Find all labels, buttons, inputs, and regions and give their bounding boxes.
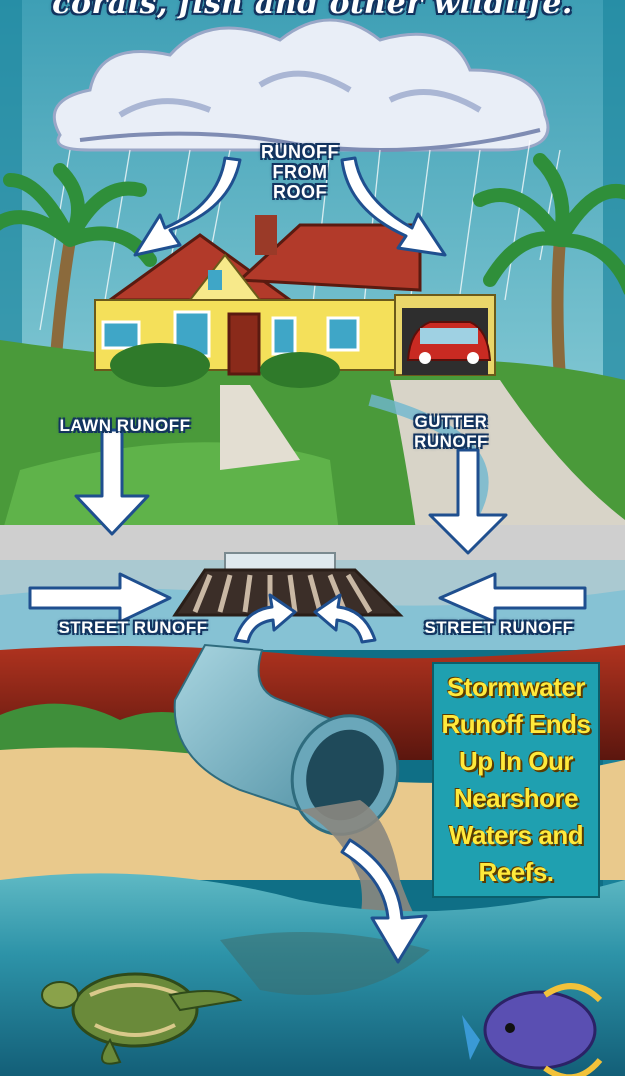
arrow-street-left — [28, 572, 172, 624]
rain-cloud-icon — [52, 18, 550, 152]
arrow-outflow-down — [340, 838, 428, 964]
arrow-drain-left — [233, 593, 297, 644]
label-lawn-runoff: LAWN RUNOFF — [59, 416, 191, 435]
arrow-drain-right — [313, 593, 377, 644]
info-box-text: Stormwater Runoff Ends Up In Our Nearsho… — [441, 672, 591, 887]
arrow-street-right — [438, 572, 587, 624]
label-street-runoff-right: STREET RUNOFF — [424, 618, 574, 637]
top-caption: corals, fish and other wildlife. — [52, 0, 573, 21]
sea-turtle-icon — [41, 972, 243, 1065]
angelfish-icon — [462, 983, 603, 1076]
label-street-runoff-left: STREET RUNOFF — [58, 618, 208, 637]
label-runoff-from-roof: RUNOFF FROM ROOF — [261, 142, 339, 202]
storm-drain-icon — [172, 552, 404, 617]
car-icon — [406, 321, 492, 364]
pipe-icon — [173, 643, 400, 836]
house-icon — [94, 215, 496, 388]
label-gutter-runoff: GUTTER RUNOFF — [414, 412, 488, 451]
arrow-roof-right — [340, 156, 447, 257]
arrow-gutter-down — [428, 448, 508, 555]
flow-arrows — [28, 156, 587, 964]
arrow-roof-left — [133, 156, 242, 257]
info-box: Stormwater Runoff Ends Up In Our Nearsho… — [432, 662, 600, 898]
arrow-lawn-down — [74, 428, 150, 536]
